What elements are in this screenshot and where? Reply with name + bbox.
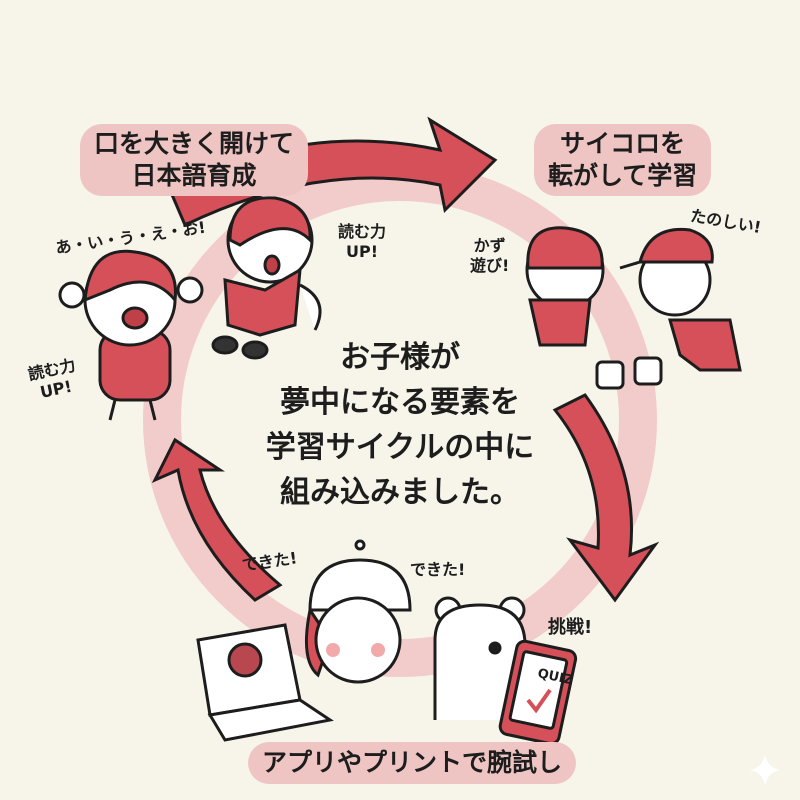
quiz-text: QUIZ (536, 666, 574, 688)
speech-reading-power-top: 読む力 UP! (338, 222, 386, 262)
center-line: 学習サイクルの中に (265, 430, 535, 465)
arrow-right (552, 393, 660, 603)
bear-figure (433, 596, 578, 746)
center-line: 組み込みました。 (280, 475, 520, 510)
label-dice: サイコロを 転がして学習 (534, 124, 712, 196)
speech-line: かず (473, 236, 506, 255)
cycle-ring (143, 163, 657, 677)
label-pronunciation: 口を大きく開けて 日本語育成 (80, 124, 309, 196)
speech-kazu-asobi: かず 遊び! (470, 236, 509, 276)
sparkle-icon (750, 755, 780, 785)
dice-kids-figure (525, 226, 742, 390)
label-line: 日本語育成 (131, 161, 257, 190)
center-line: 夢中になる要素を (280, 385, 520, 420)
center-message: お子様が 夢中になる要素を 学習サイクルの中に 組み込みました。 (200, 335, 600, 515)
speech-line: UP! (346, 242, 379, 261)
speech-line: 読む力 (338, 222, 387, 241)
jumping-girl-figure (58, 249, 204, 421)
arrow-left (151, 437, 283, 602)
speech-dekita-bear: できた! (410, 560, 466, 579)
reading-boy-figure (211, 196, 322, 360)
label-line: サイコロを (560, 129, 686, 158)
speech-chousen: 挑戦! (548, 617, 593, 638)
checkmark-icon (526, 688, 552, 714)
laptop-girl-figure (196, 539, 412, 742)
label-line: 口を大きく開けて (94, 129, 295, 158)
speech-line: 遊び! (470, 256, 510, 275)
label-app-print: アプリやプリントで腕試し (248, 742, 577, 784)
center-line: お子様が (340, 340, 460, 375)
label-line: 転がして学習 (548, 161, 698, 190)
